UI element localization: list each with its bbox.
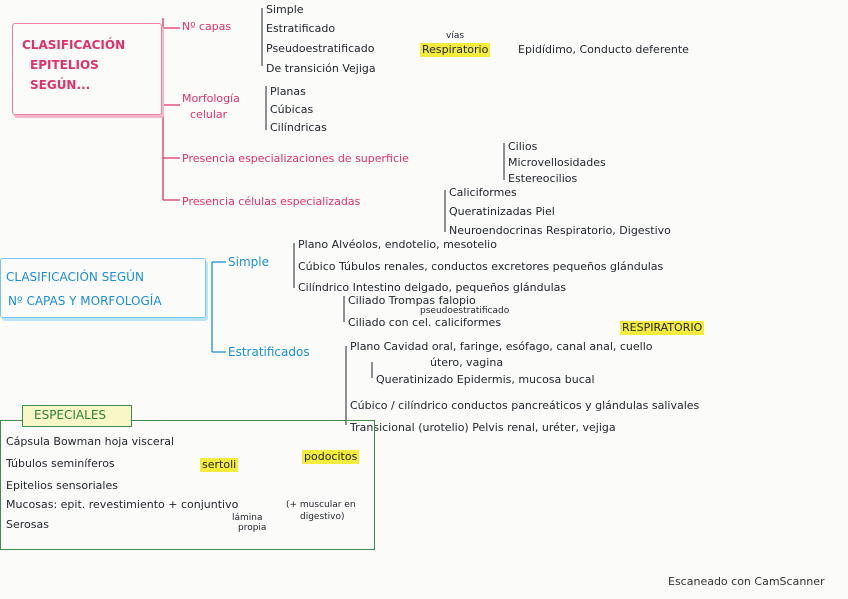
morfologia-item-cilindricas: Cilíndricas [270, 121, 327, 134]
muscular-note-2: digestivo) [300, 512, 345, 522]
scanner-footer: Escaneado con CamScanner [668, 575, 825, 588]
clasificacion-capas-morfologia-box [0, 258, 206, 318]
superficie-item-estereocilios: Estereocilios [508, 172, 578, 185]
blue-box-line-1: CLASIFICACIÓN SEGÚN [6, 270, 144, 284]
box-title-line-2: EPITELIOS [30, 58, 99, 72]
morfologia-item-cubicas: Cúbicas [270, 103, 314, 116]
muscular-note-1: (+ muscular en [286, 500, 356, 510]
simple-plano: Plano Alvéolos, endotelio, mesotelio [298, 238, 497, 251]
simple-ciliado-caliciformes: Ciliado con cel. caliciformes [348, 316, 502, 329]
clasificacion-epitelios-box [12, 23, 162, 115]
capas-item-simple: Simple [266, 3, 304, 16]
estratificados-plano: Plano Cavidad oral, faringe, esófago, ca… [350, 340, 653, 353]
estratificados-transicional: Transicional (urotelio) Pelvis renal, ur… [350, 421, 616, 434]
celulas-item-caliciformes: Caliciformes [449, 186, 517, 199]
capas-item-transicion: De transición Vejiga [266, 62, 376, 75]
simple-label: Simple [228, 255, 269, 269]
branch-label-celular: celular [190, 108, 228, 121]
especiales-title: ESPECIALES [34, 408, 107, 422]
especiales-item-capsula: Cápsula Bowman hoja visceral [6, 435, 175, 448]
especiales-box [0, 420, 375, 550]
capas-highlight-respiratorio: Respiratorio [420, 43, 491, 57]
branch-label-celulas: Presencia células especializadas [182, 195, 361, 208]
lamina-note-1: lámina [232, 513, 263, 523]
especiales-highlight-podocitos: podocitos [302, 450, 360, 464]
celulas-item-neuroendocrinas: Neuroendocrinas Respiratorio, Digestivo [449, 224, 671, 237]
branch-label-superficie: Presencia especializaciones de superfici… [182, 152, 409, 165]
superficie-item-microvellosidades: Microvellosidades [508, 156, 606, 169]
estratificados-label: Estratificados [228, 345, 310, 359]
capas-item-pseudoestratificado: Pseudoestratificado [266, 42, 375, 55]
simple-highlight-respiratorio: RESPIRATORIO [620, 321, 705, 335]
especiales-title-box [22, 405, 132, 427]
box-title-line-3: SEGÚN... [30, 78, 91, 92]
especiales-item-mucosas: Mucosas: epit. revestimiento + conjuntiv… [6, 498, 239, 511]
vias-note: vías [446, 31, 465, 41]
estratificados-queratinizado: Queratinizado Epidermis, mucosa bucal [376, 373, 595, 386]
simple-cubico: Cúbico Túbulos renales, conductos excret… [298, 260, 664, 273]
simple-cilindrico: Cilíndrico Intestino delgado, pequeños g… [298, 281, 567, 294]
branch-label-capas: Nº capas [182, 20, 232, 33]
especiales-item-sensoriales: Epitelios sensoriales [6, 479, 118, 492]
especiales-item-serosas: Serosas [6, 518, 49, 531]
lamina-note-2: propia [238, 523, 267, 533]
especiales-item-tubulos: Túbulos seminíferos [6, 457, 115, 470]
simple-ciliado: Ciliado Trompas falopio [348, 294, 476, 307]
celulas-item-queratinizadas: Queratinizadas Piel [449, 205, 555, 218]
especiales-highlight-sertoli: sertoli [200, 458, 239, 472]
branch-label-morfologia: Morfología [182, 92, 240, 105]
pseudo-locations: Epidídimo, Conducto deferente [518, 43, 689, 56]
morfologia-item-planas: Planas [270, 85, 306, 98]
box-title-line-1: CLASIFICACIÓN [22, 38, 126, 52]
estratificados-plano-cont: útero, vagina [430, 356, 504, 369]
capas-item-estratificado: Estratificado [266, 22, 336, 35]
pseudoestratificado-note: pseudoestratificado [420, 306, 510, 316]
superficie-item-cilios: Cilios [508, 140, 538, 153]
blue-box-line-2: Nº CAPAS Y MORFOLOGÍA [8, 294, 162, 308]
estratificados-cubico: Cúbico / cilíndrico conductos pancreátic… [350, 399, 700, 412]
